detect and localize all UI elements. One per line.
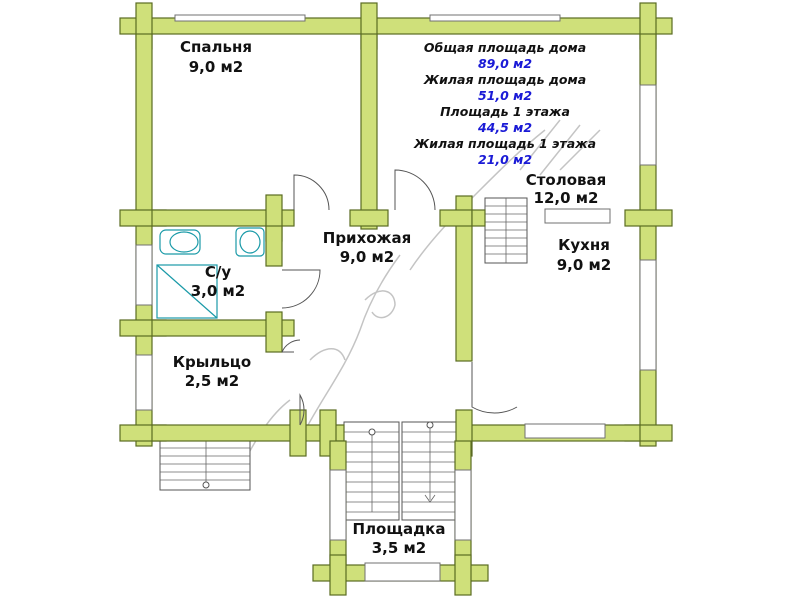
bathroom-area: 3,0 м2 <box>191 282 246 300</box>
bathroom-fixtures <box>156 227 265 319</box>
floor1-area-label: Площадь 1 этажа <box>440 104 570 119</box>
porch-name: Крыльцо <box>173 353 251 371</box>
porch-area: 2,5 м2 <box>185 372 240 390</box>
landing-area: 3,5 м2 <box>372 539 427 557</box>
total-area-label: Общая площадь дома <box>424 40 586 55</box>
floor1-living-area-value: 21,0 м2 <box>478 152 532 167</box>
dining-name: Столовая <box>526 171 607 189</box>
dining-stairs <box>484 197 528 264</box>
main-stairs <box>343 421 458 521</box>
bedroom-area: 9,0 м2 <box>189 58 244 76</box>
windows <box>135 14 657 582</box>
floor1-living-area-label: Жилая площадь 1 этажа <box>413 136 596 151</box>
bathroom-name: С/у <box>205 263 231 281</box>
area-summary: Общая площадь дома 89,0 м2 Жилая площадь… <box>413 40 596 167</box>
bedroom-name: Спальня <box>180 38 252 56</box>
kitchen-name: Кухня <box>558 236 610 254</box>
total-area-value: 89,0 м2 <box>478 56 532 71</box>
hall-area: 9,0 м2 <box>340 248 395 266</box>
room-labels: Спальня 9,0 м2 Столовая 12,0 м2 Прихожая… <box>173 38 611 557</box>
hall-name: Прихожая <box>323 229 411 247</box>
living-area-value: 51,0 м2 <box>478 88 532 103</box>
landing-name: Площадка <box>353 520 446 538</box>
floor1-area-value: 44,5 м2 <box>477 120 532 135</box>
dining-area: 12,0 м2 <box>534 189 599 207</box>
living-area-label: Жилая площадь дома <box>423 72 586 87</box>
porch-stairs <box>159 431 251 491</box>
kitchen-area: 9,0 м2 <box>557 256 612 274</box>
doors <box>281 169 518 426</box>
